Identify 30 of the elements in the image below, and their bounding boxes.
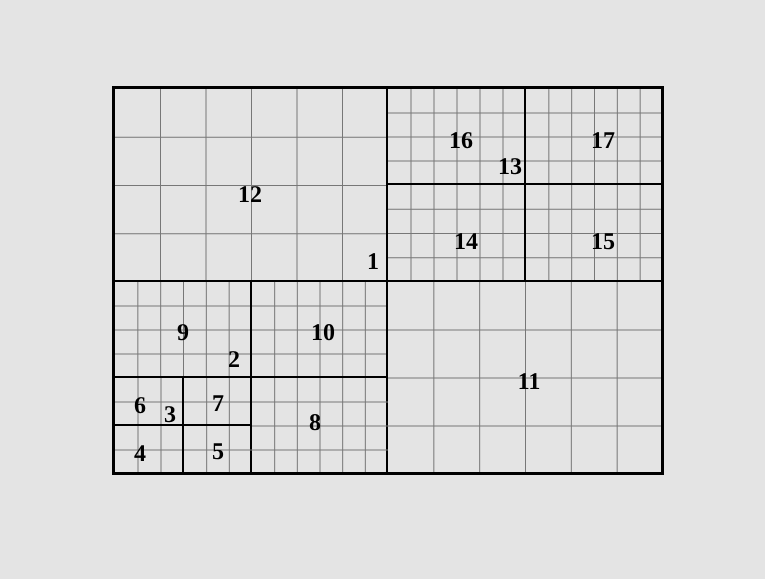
- region-box: [113, 87, 388, 282]
- region-number: 15: [591, 230, 615, 254]
- split-number: 2: [228, 348, 240, 372]
- region-box: [524, 183, 663, 282]
- region-number: 7: [212, 392, 224, 416]
- region-box: [250, 280, 388, 378]
- region-box: [182, 376, 252, 426]
- region-box: [250, 376, 388, 474]
- region-number: 12: [238, 183, 262, 207]
- region-number: 5: [212, 440, 224, 464]
- region-number: 10: [311, 321, 335, 345]
- region-box: [386, 183, 526, 282]
- region-number: 4: [134, 442, 146, 466]
- region-number: 6: [134, 394, 146, 418]
- region-box: [182, 424, 252, 474]
- split-number: 13: [498, 155, 522, 179]
- region-number: 8: [309, 411, 321, 435]
- split-number: 1: [367, 250, 379, 274]
- region-box: [113, 280, 252, 378]
- region-box: [386, 87, 526, 185]
- region-box: [113, 424, 184, 474]
- region-number: 16: [449, 129, 473, 153]
- region-box: [113, 376, 184, 426]
- region-number: 11: [518, 370, 540, 394]
- region-box: [386, 280, 663, 474]
- region-number: 9: [177, 321, 189, 345]
- region-box: [524, 87, 663, 185]
- region-number: 14: [454, 230, 478, 254]
- split-number: 3: [164, 403, 176, 427]
- region-number: 17: [591, 129, 615, 153]
